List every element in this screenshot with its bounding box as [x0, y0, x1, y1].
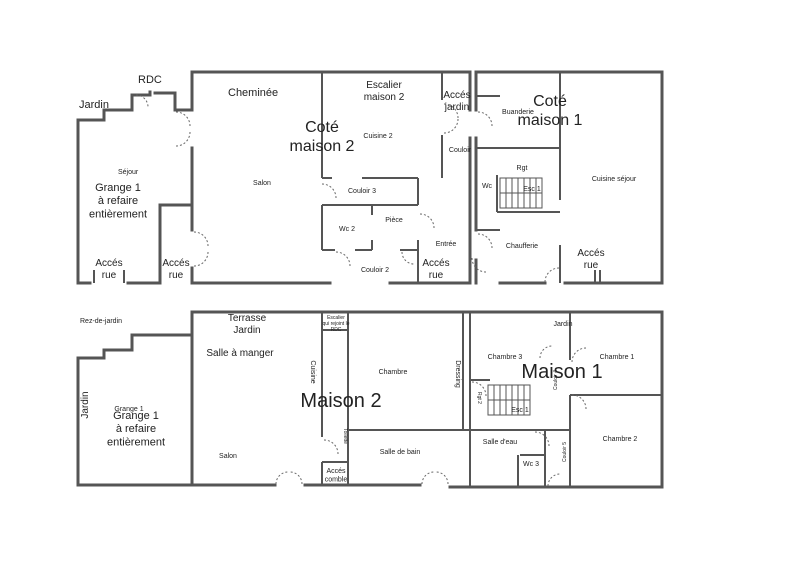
label-line: Jardin: [233, 325, 260, 336]
level-label-rez-de-jardin: Rez-de-jardin: [80, 318, 122, 325]
room-label-couloir: Couloir: [449, 147, 472, 154]
label-line: Grange 1: [95, 182, 141, 194]
room-label-chambre: Chambre: [379, 369, 408, 376]
label-line: Accés: [326, 468, 346, 475]
room-label-esc-1: Esc 1: [523, 186, 541, 193]
label-line: à refaire: [98, 195, 138, 207]
room-label-maison-2: Maison 2: [300, 390, 381, 412]
label-line: Coté: [305, 119, 339, 136]
label-line: maison 1: [518, 112, 583, 129]
label-line: qui rejoint le: [323, 321, 350, 327]
label-line: Terrasse: [228, 313, 267, 324]
label-line: RDC: [331, 327, 342, 333]
label-line: Accés: [577, 248, 604, 259]
room-label-piece: Pièce: [385, 217, 403, 224]
room-label-cuisine-2: Cuisine 2: [363, 133, 392, 140]
label-line: Accés: [422, 258, 449, 269]
room-label-salle-de-bain: Salle de bain: [380, 449, 421, 456]
room-label-couloir-5: Couloir 5: [562, 442, 568, 462]
room-label-buanderie: Buanderie: [502, 109, 534, 116]
room-label-chaufferie: Chaufferie: [506, 243, 538, 250]
label-line: maison 2: [290, 138, 355, 155]
room-label-grange-1-small: Grange 1: [114, 406, 143, 413]
room-label-cote-maison-1: Coté maison 1: [518, 93, 583, 129]
room-label-chambre-3: Chambre 3: [488, 354, 523, 361]
room-label-chambre-1: Chambre 1: [600, 354, 635, 361]
label-line: rue: [429, 270, 444, 281]
room-label-jardin: Jardin: [79, 99, 109, 111]
room-label-maison-1: Maison 1: [521, 361, 602, 383]
room-label-entree: Entrée: [436, 241, 457, 248]
room-label-jardin-vertical: Jardin: [80, 391, 91, 418]
label-line: entièrement: [89, 208, 147, 220]
label-line: Escalier: [327, 315, 345, 321]
room-label-couloir-3: Couloir 3: [348, 188, 376, 195]
room-label-cheminee: Cheminée: [228, 87, 278, 99]
room-label-salon: Salon: [253, 180, 271, 187]
room-label-wc-2: Wc 2: [339, 226, 355, 233]
label-line: Accés: [162, 258, 189, 269]
label-line: rue: [169, 270, 184, 281]
room-label-salon-garden: Salon: [219, 453, 237, 460]
room-label-salle-d-eau: Salle d'eau: [483, 439, 518, 446]
room-label-couloir-2: Couloir 2: [361, 267, 389, 274]
room-label-esc-1-garden: Esc 1: [511, 407, 529, 414]
room-label-toilette: Toilette: [342, 428, 348, 444]
room-label-dressing: Dressing: [454, 360, 461, 388]
label-line: Accés: [443, 90, 470, 101]
label-line: rue: [102, 270, 117, 281]
room-label-rgt-2: Rgt 2: [476, 392, 482, 404]
room-label-cote-maison-2: Coté maison 2: [290, 119, 355, 155]
label-line: entièrement: [107, 436, 165, 448]
label-line: rue: [584, 260, 599, 271]
room-label-cuisine-sejour: Cuisine séjour: [592, 176, 637, 183]
room-label-rgt: Rgt: [517, 165, 528, 172]
room-label-cuisine: Cuisine: [309, 360, 316, 383]
room-label-jardin-garden: Jardin: [553, 321, 572, 328]
ground-floor-walls: [76, 70, 664, 285]
garden-floor-walls: [76, 310, 664, 489]
label-line: Accés: [95, 258, 122, 269]
label-line: Escalier: [366, 80, 402, 91]
room-label-chambre-2: Chambre 2: [603, 436, 638, 443]
room-label-salle-a-manger: Salle à manger: [206, 348, 274, 359]
label-line: maison 2: [364, 92, 405, 103]
label-line: à refaire: [116, 423, 156, 435]
level-label-rdc: RDC: [138, 74, 162, 86]
room-label-sejour: Séjour: [118, 169, 139, 176]
label-line: Coté: [533, 93, 567, 110]
room-label-wc: Wc: [482, 183, 493, 190]
room-label-couloir-4: Couloir 4: [553, 370, 559, 390]
label-line: jardin: [444, 102, 469, 113]
label-line: Grange 1: [113, 410, 159, 422]
room-label-wc-3: Wc 3: [523, 461, 539, 468]
label-line: comble: [325, 476, 348, 483]
